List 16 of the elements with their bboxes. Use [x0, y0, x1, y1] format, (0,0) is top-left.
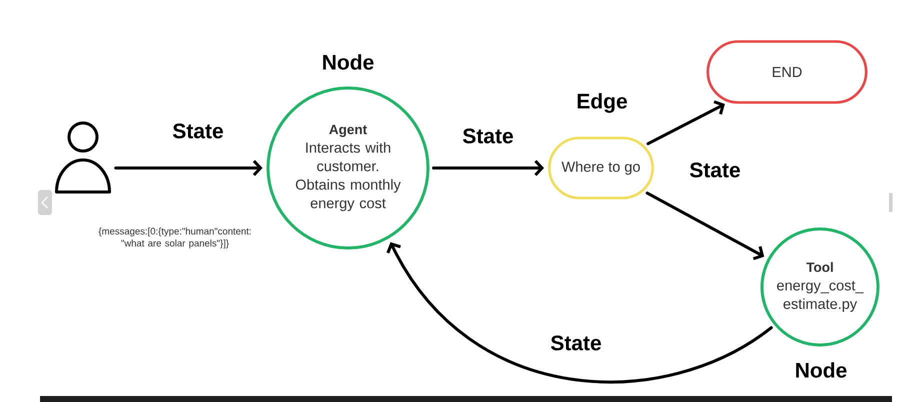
state-label: State — [690, 162, 740, 178]
arrow — [114, 160, 263, 176]
curved-arrow — [386, 242, 773, 384]
end-pill: END — [706, 40, 868, 104]
heading-label: Edge — [578, 93, 627, 113]
arrow — [646, 100, 725, 146]
person-icon — [55, 122, 112, 194]
edge-label: State — [550, 336, 601, 350]
arrow — [646, 192, 764, 260]
edge-label: State — [462, 128, 513, 144]
message-text: {messages:[0:{type:"human"content: "what are solar panels"}]} — [98, 228, 251, 248]
decision-pill: Where to go — [548, 136, 654, 200]
edge-label: State — [172, 124, 223, 138]
heading-label: Node — [796, 362, 847, 378]
arrow — [432, 160, 544, 176]
heading-label: Node — [323, 54, 374, 70]
